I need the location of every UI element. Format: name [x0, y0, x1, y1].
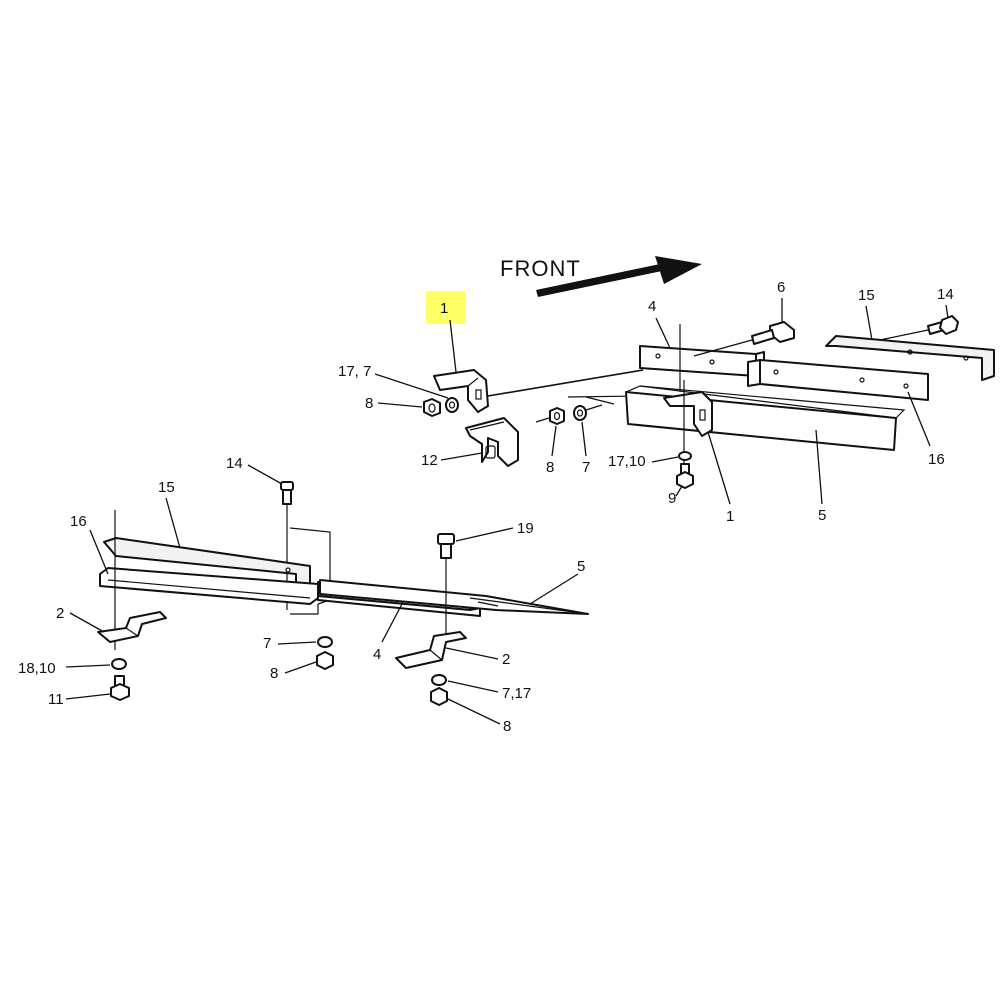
- upper-assembly: 1 17, 7 8 12: [338, 279, 995, 525]
- washer-lower-middle: [317, 636, 333, 648]
- blade-part-5-lower: [319, 579, 589, 615]
- washer-lower-right: [431, 674, 447, 686]
- bolt-part-6: [751, 321, 795, 345]
- callout-5-left: 5: [577, 558, 585, 575]
- bolt-part-14-upper: [927, 315, 959, 335]
- callout-7-17: 7,17: [502, 685, 531, 702]
- front-direction-indicator: FRONT: [500, 256, 702, 297]
- nut-upper-middle: [549, 407, 565, 425]
- callout-16-top: 16: [928, 451, 945, 468]
- rail-part-15-upper: [825, 335, 995, 381]
- callout-4-top: 4: [648, 298, 656, 315]
- callout-14-left: 14: [226, 455, 243, 472]
- callout-17-7-top: 17, 7: [338, 363, 371, 380]
- front-label: FRONT: [500, 256, 581, 281]
- bracket-part-1-upper: [433, 369, 489, 413]
- bolt-part-11: [110, 675, 130, 701]
- bolt-part-19: [437, 533, 455, 559]
- bolt-part-9: [676, 463, 694, 489]
- rail-part-16-upper: [747, 359, 929, 401]
- callout-15-left: 15: [158, 479, 175, 496]
- nut-upper-left: [423, 398, 441, 417]
- callout-5-top: 5: [818, 507, 826, 524]
- callout-17-10: 17,10: [608, 453, 646, 470]
- callout-6: 6: [777, 279, 785, 296]
- blade-part-5-upper: [625, 385, 906, 451]
- callout-8-top-left: 8: [365, 395, 373, 412]
- callout-4-left: 4: [373, 646, 381, 663]
- callout-1-right: 1: [726, 508, 734, 525]
- callout-7-mid: 7: [582, 459, 590, 476]
- bracket-part-2-left: [97, 611, 167, 643]
- callout-18-10: 18,10: [18, 660, 56, 677]
- washer-part-17-10: [678, 451, 692, 461]
- callout-7-left: 7: [263, 635, 271, 652]
- nut-lower-middle: [316, 651, 334, 670]
- callout-2-left: 2: [56, 605, 64, 622]
- callout-9: 9: [668, 490, 676, 507]
- nut-lower-right: [430, 687, 448, 706]
- callout-12: 12: [421, 452, 438, 469]
- callout-8-bottom: 8: [503, 718, 511, 735]
- rail-part-4-upper: [639, 324, 765, 392]
- bolt-part-14-lower: [280, 481, 294, 505]
- callout-14-top: 14: [937, 286, 954, 303]
- front-arrow-icon: [536, 256, 702, 297]
- callout-15-top: 15: [858, 287, 875, 304]
- callout-8-mid: 8: [546, 459, 554, 476]
- lower-assembly: 14 15 16 4: [18, 455, 589, 735]
- bracket-part-2-right: [395, 631, 467, 669]
- callout-8-left: 8: [270, 665, 278, 682]
- washer-upper-left: [445, 397, 459, 413]
- washer-upper-middle: [573, 405, 587, 421]
- callout-1-highlighted: 1: [440, 300, 448, 317]
- callout-19: 19: [517, 520, 534, 537]
- callout-1-highlight: [426, 291, 466, 324]
- bracket-part-12: [465, 417, 519, 467]
- callout-11: 11: [48, 691, 64, 708]
- washer-part-18-10: [111, 658, 127, 670]
- callout-2-right: 2: [502, 651, 510, 668]
- callout-16-left: 16: [70, 513, 87, 530]
